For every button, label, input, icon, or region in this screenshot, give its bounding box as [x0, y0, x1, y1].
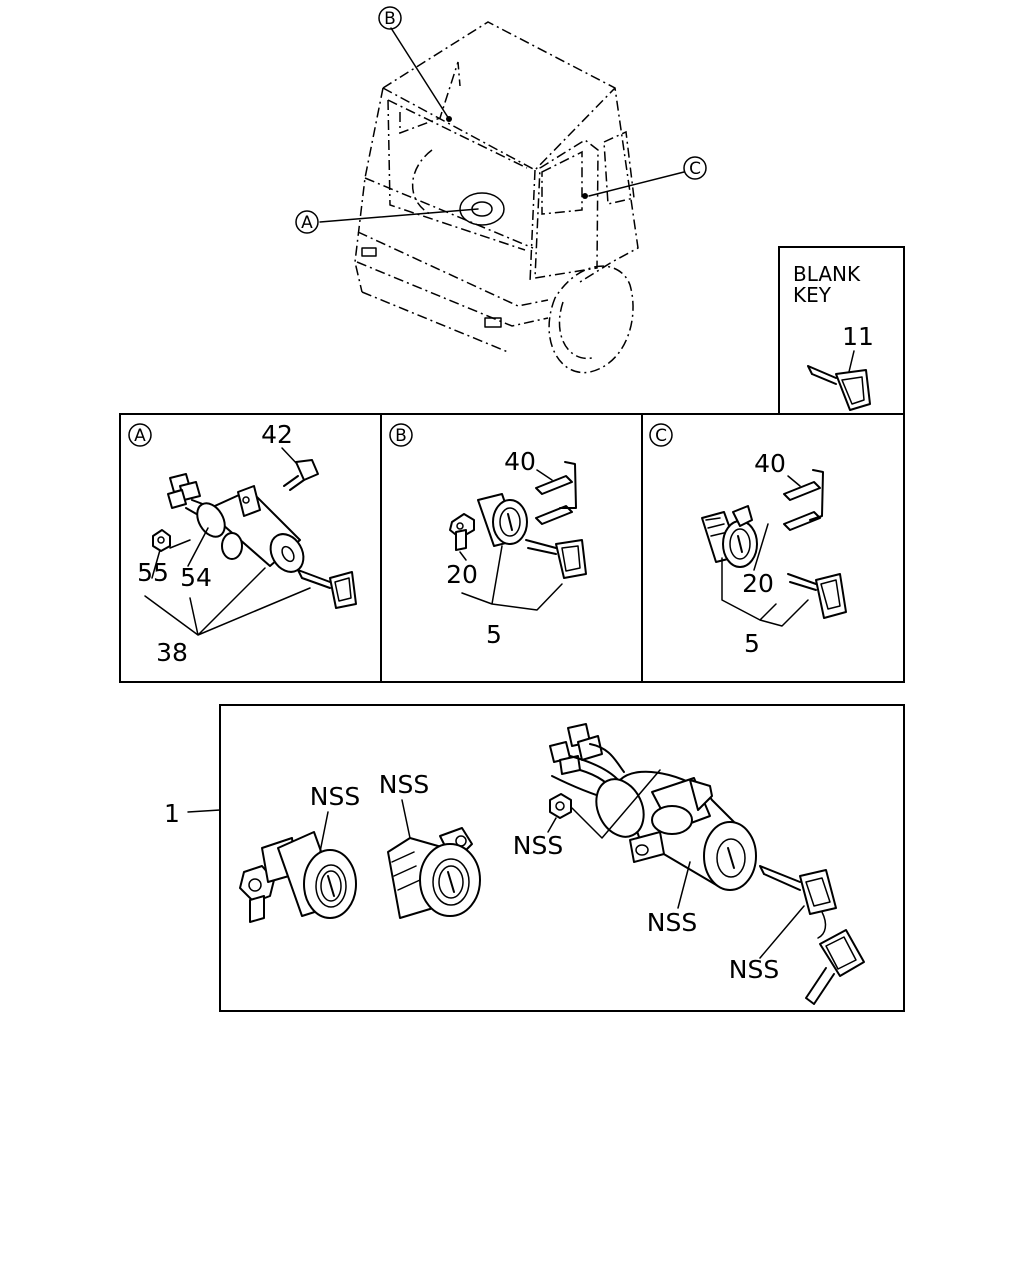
blank-key-title-line2: KEY [793, 283, 832, 307]
blank-key-title-line1: BLANK [793, 262, 861, 286]
retainer-clip-icon-c [783, 469, 824, 531]
part-number-54: 54 [180, 563, 212, 592]
assembly-ignition-switch-icon [595, 770, 757, 891]
part-number-38: 38 [156, 638, 188, 667]
door-key-icon-b [525, 539, 587, 579]
assembly-label-keys: NSS [729, 955, 779, 984]
assembly-door-cylinder-left-icon [239, 831, 357, 923]
nut-icon [152, 529, 171, 552]
part-number-20-b: 20 [446, 560, 478, 589]
switch-body-icon [196, 485, 305, 573]
truck-cab-illustration [319, 21, 685, 374]
detail-panels-frame [119, 413, 905, 683]
blank-key-icon [807, 365, 871, 411]
blank-key-box: BLANK KEY 11 [778, 246, 905, 414]
assembly-keys-icon [759, 865, 865, 1005]
part-number-20-c: 20 [742, 569, 774, 598]
view-marker-a-callout: A [295, 210, 319, 234]
panel-a-starter-switch: A 42 [128, 420, 357, 667]
connector-icon [167, 473, 209, 517]
assembly-label-door-left: NSS [310, 782, 360, 811]
view-marker-b-callout: B [378, 6, 402, 30]
part-number-40-c: 40 [754, 449, 786, 478]
assembly-label-switch: NSS [647, 908, 697, 937]
view-marker-c-label: C [689, 159, 701, 179]
assembly-label-door-right: NSS [379, 770, 429, 799]
part-number-5-b: 5 [486, 620, 502, 649]
part-number-11: 11 [842, 322, 874, 351]
view-marker-a-label: A [301, 213, 313, 233]
assembly-nut-icon [549, 793, 572, 819]
panel-c-door-lock: C 40 20 5 [649, 423, 847, 658]
part-number-1: 1 [164, 799, 180, 828]
view-marker-b-label: B [384, 9, 396, 29]
part-number-40-b: 40 [504, 447, 536, 476]
assembly-label-nut: NSS [513, 831, 563, 860]
panel-b-door-lock: B 40 20 5 [389, 423, 587, 649]
part-number-42: 42 [261, 420, 293, 449]
door-cylinder-icon-c [701, 505, 758, 568]
view-marker-c-callout: C [683, 156, 707, 180]
panel-a-marker: A [134, 426, 146, 446]
retainer-clip-icon [535, 461, 577, 525]
lock-set-assembly-box: 1 NSS NSS [164, 704, 905, 1012]
door-key-icon-c [787, 573, 847, 619]
part-number-5-c: 5 [744, 629, 760, 658]
panel-c-marker: C [655, 426, 667, 446]
bolt-icon [283, 459, 319, 491]
ignition-key-icon [297, 569, 357, 609]
panel-b-marker: B [395, 426, 407, 446]
part-number-55: 55 [137, 558, 169, 587]
assembly-door-cylinder-right-icon [387, 827, 481, 919]
door-cylinder-icon-b [449, 493, 528, 551]
